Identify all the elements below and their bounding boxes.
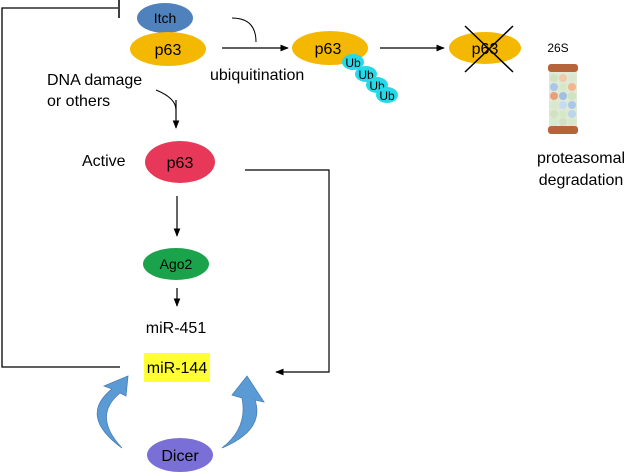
p63-degraded-label: p63 [472,41,499,58]
p63-to-mir144-connector [245,169,330,376]
ub-tag [376,87,398,103]
itch-label: Itch [154,10,177,26]
ago2-label: Ago2 [160,256,193,272]
proteasome-26s-label: 26S [547,41,568,55]
proteasomal-label-line2: degradation [539,172,624,189]
dicer-label: Dicer [161,448,199,465]
proteasomal-label-line1: proteasomal [537,150,625,167]
active-label: Active [82,153,126,170]
itch-node [137,3,193,33]
inhibition-feedback-line [1,7,120,368]
activation-curve [155,89,177,111]
dna-damage-label-line2: or others [47,93,110,110]
ub-tag-label: Ub [345,56,361,70]
p63-ubiquitinated-label: p63 [315,41,342,58]
ago2-node [143,248,209,280]
proteasome-icon [548,64,578,134]
p63-active-node [145,141,215,183]
ub-tag-label: Ub [379,89,395,103]
left-curved-arrow [96,375,129,449]
ubiquitination-curve [231,17,257,43]
mir144-highlight [144,353,210,382]
p63-bound-node [130,32,206,66]
ubiquitination-label: ubiquitination [210,67,304,84]
p63-active-label: p63 [167,155,194,172]
mir144-label: miR-144 [147,360,208,377]
ub-tag [355,66,377,82]
ub-tag-label: Ub [358,68,374,82]
cross-out-line [464,25,514,73]
p63-bound-label: p63 [155,42,182,59]
dicer-node [147,438,213,472]
p63-degraded-node [449,32,521,64]
dna-damage-label-line1: DNA damage [47,72,142,89]
mir451-label: miR-451 [146,320,207,337]
right-curved-arrow [221,375,265,449]
ub-tag [342,54,364,70]
